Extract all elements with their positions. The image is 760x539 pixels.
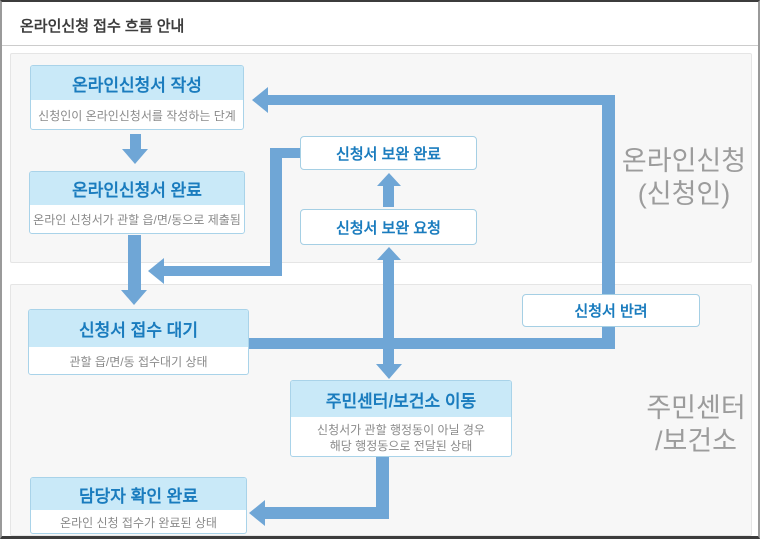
arrow-segment — [282, 148, 300, 158]
node-title: 신청서 접수 대기 — [29, 310, 248, 349]
node-title: 온라인신청서 작성 — [31, 66, 243, 102]
arrow-segment — [128, 235, 141, 292]
node-waiting: 신청서 접수 대기 관할 읍/면/동 접수대기 상태 — [28, 309, 249, 375]
section-label-online-applicant: 온라인신청 (신청인) — [610, 145, 758, 211]
arrow-segment — [249, 338, 615, 349]
node-title: 신청서 보완 요청 — [336, 219, 441, 237]
node-write-application: 온라인신청서 작성 신청인이 온라인신청서를 작성하는 단계 — [30, 65, 244, 130]
node-supplement-done: 신청서 보완 완료 — [300, 136, 477, 170]
arrow-segment — [376, 457, 389, 519]
section-label-line: (신청인) — [637, 179, 731, 209]
node-subtitle: 온라인 신청 접수가 완료된 상태 — [60, 515, 217, 530]
node-confirmed: 담당자 확인 완료 온라인 신청 접수가 완료된 상태 — [30, 477, 247, 534]
node-title: 온라인신청서 완료 — [30, 172, 244, 207]
section-label-line: 주민센터 — [646, 393, 746, 423]
node-subtitle: 온라인 신청서가 관할 읍/면/동으로 제출됨 — [33, 213, 241, 227]
arrow-left-head — [148, 258, 164, 284]
arrow-segment — [602, 95, 615, 294]
node-title: 주민센터/보건소 이동 — [291, 381, 511, 419]
arrow-down-head — [376, 364, 402, 379]
node-title: 신청서 보완 완료 — [336, 145, 441, 163]
arrow-segment — [602, 327, 615, 338]
arrow-down-head — [121, 290, 147, 305]
arrow-segment — [265, 507, 389, 519]
node-supplement-request: 신청서 보완 요청 — [300, 209, 477, 245]
arrow-up-head — [377, 173, 401, 186]
arrow-segment — [383, 258, 394, 366]
node-subtitle-line: 해당 행정동으로 전달된 상태 — [329, 438, 473, 453]
title-divider — [2, 45, 758, 46]
node-move-center: 주민센터/보건소 이동 신청서가 관할 행정동이 아닐 경우 해당 행정동으로 … — [290, 380, 512, 457]
node-complete-application: 온라인신청서 완료 온라인 신청서가 관할 읍/면/동으로 제출됨 — [29, 171, 245, 234]
arrow-segment — [164, 266, 282, 276]
node-title: 신청서 반려 — [574, 303, 648, 320]
node-subtitle: 관할 읍/면/동 접수대기 상태 — [69, 354, 208, 369]
node-subtitle: 신청서가 관할 행정동이 아닐 경우 해당 행정동으로 전달된 상태 — [291, 419, 511, 456]
arrow-down-head — [122, 149, 148, 164]
arrow-segment — [270, 148, 282, 276]
section-label-community-center: 주민센터 /보건소 — [622, 392, 758, 458]
page-title: 온라인신청 접수 흐름 안내 — [20, 18, 185, 35]
section-label-line: /보건소 — [654, 426, 738, 456]
node-reject: 신청서 반려 — [522, 294, 700, 327]
node-subtitle-line: 신청서가 관할 행정동이 아닐 경우 — [317, 422, 485, 437]
arrow-left-head — [249, 500, 265, 526]
arrow-segment — [268, 95, 615, 105]
arrow-segment — [383, 185, 394, 207]
arrow-up-head — [377, 247, 401, 260]
node-title: 담당자 확인 완료 — [31, 478, 246, 512]
arrow-left-head — [252, 87, 268, 113]
node-subtitle: 신청인이 온라인신청서를 작성하는 단계 — [38, 108, 236, 123]
section-label-line: 온라인신청 — [621, 146, 747, 176]
arrow-segment — [130, 134, 141, 150]
